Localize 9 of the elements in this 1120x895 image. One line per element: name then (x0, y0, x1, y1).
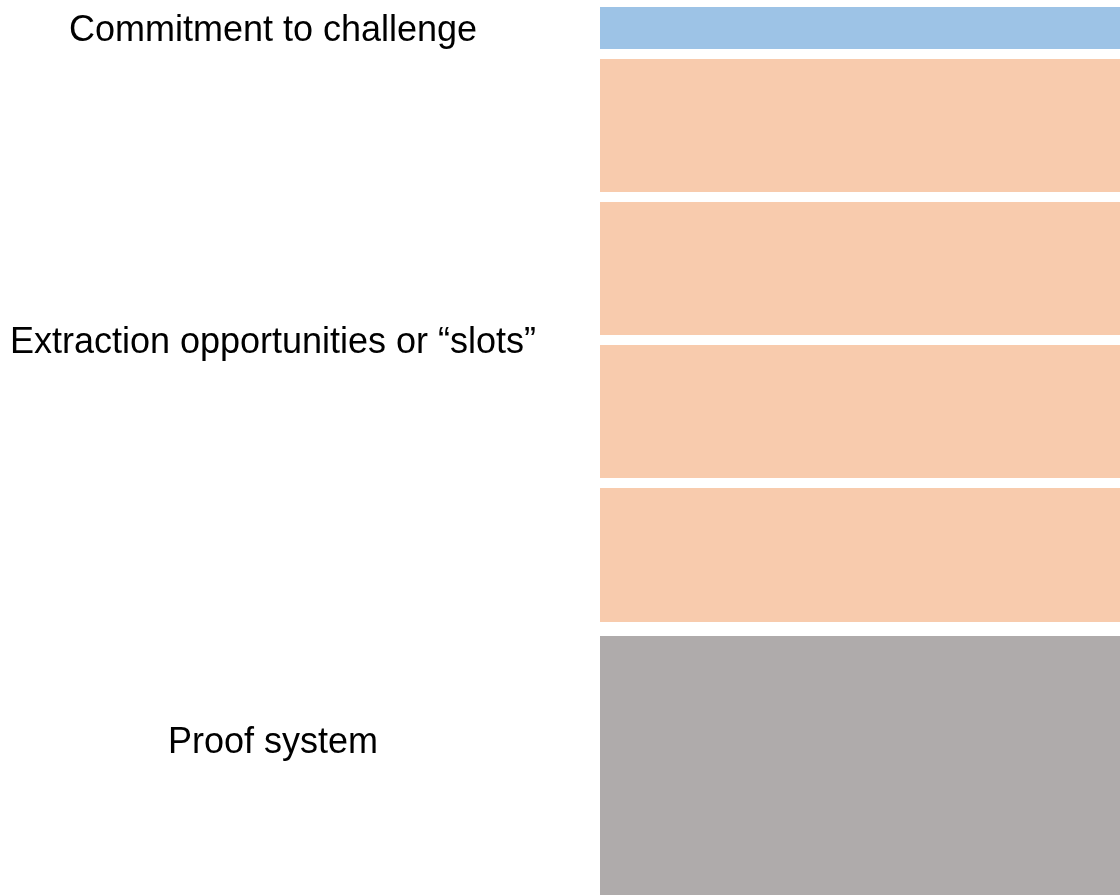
layer-bar (600, 7, 1120, 49)
layer-label: Proof system (166, 719, 380, 763)
layer-bar (600, 59, 1120, 192)
layer-bar (600, 488, 1120, 622)
layer-bar (600, 345, 1120, 478)
layer-label: Extraction opportunities or “slots” (8, 319, 538, 363)
layer-label: Commitment to challenge (67, 7, 479, 51)
layer-bar (600, 202, 1120, 335)
layer-bar (600, 636, 1120, 895)
